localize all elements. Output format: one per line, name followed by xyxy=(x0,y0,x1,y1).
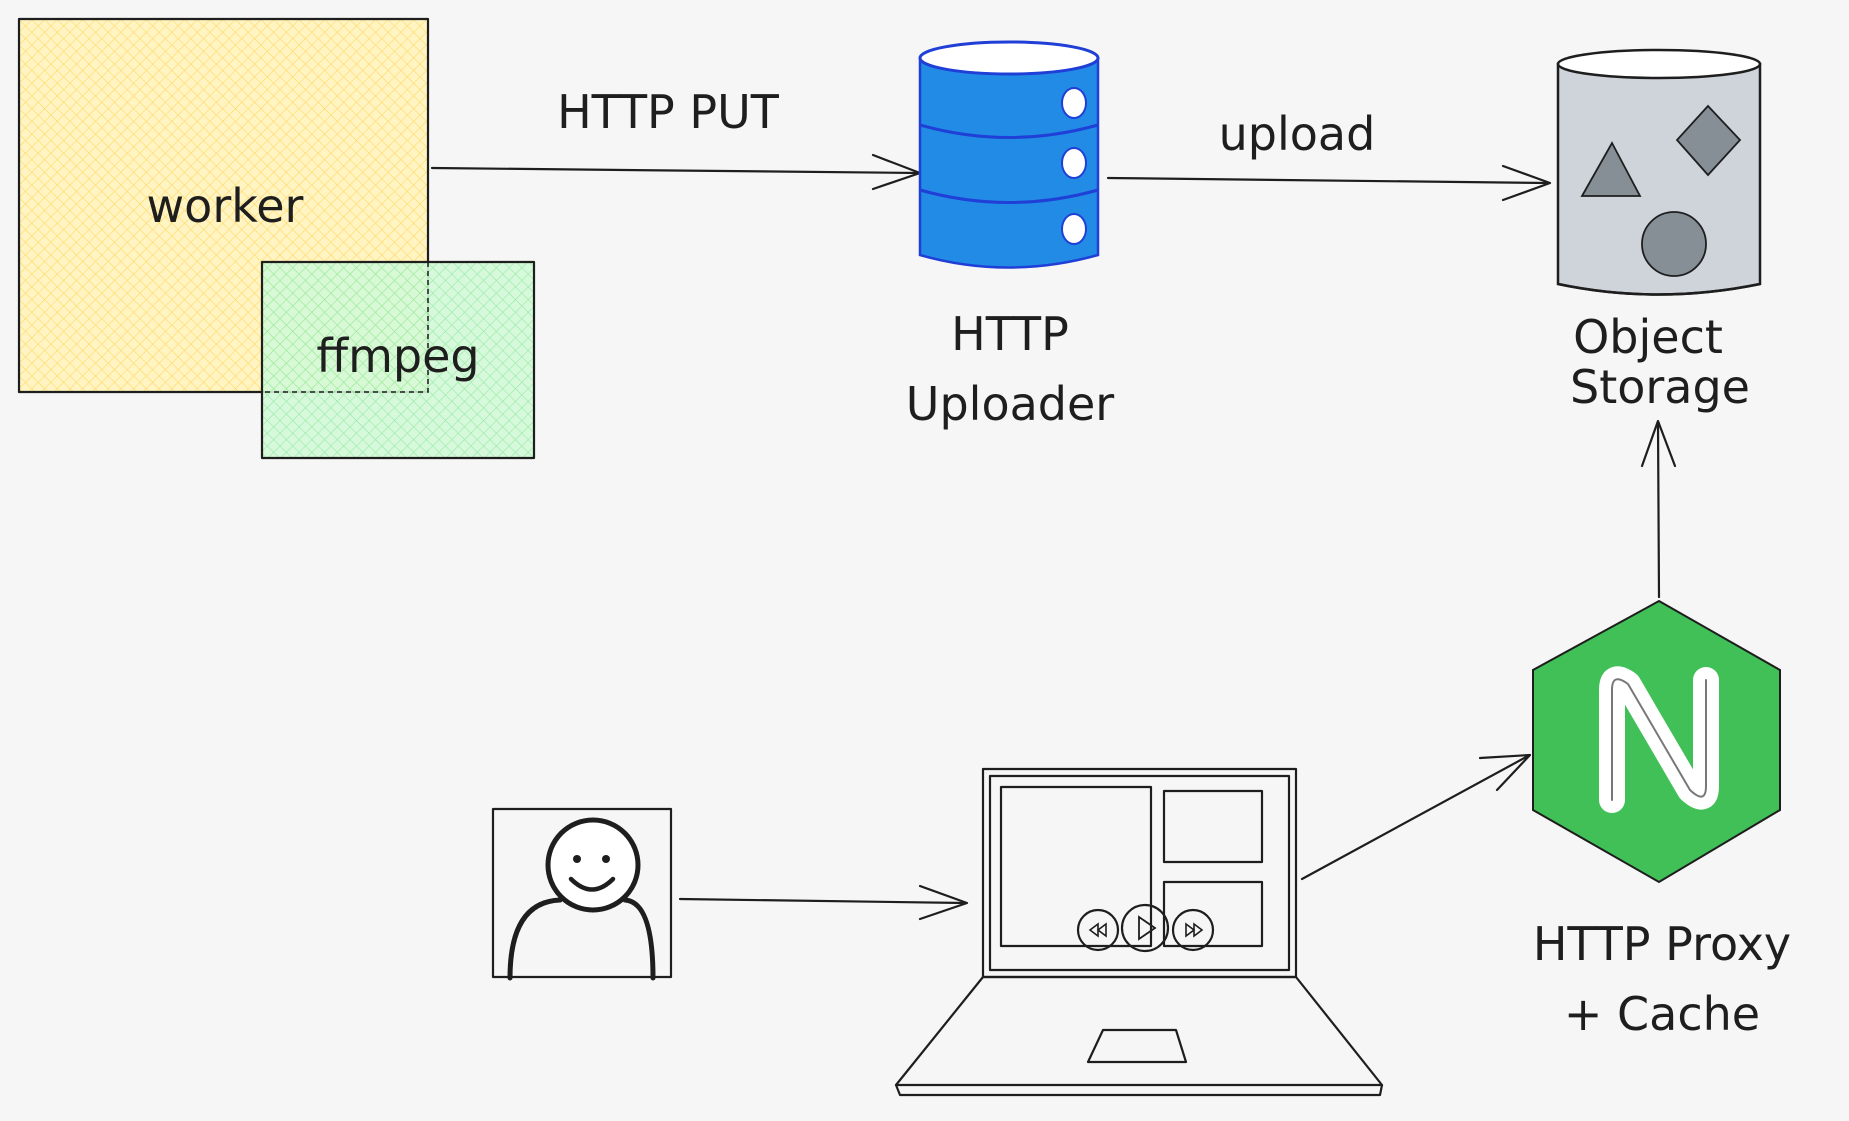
uploader-label-line2: Uploader xyxy=(906,377,1114,431)
edge-user-to-laptop xyxy=(678,884,969,921)
proxy-label-line2: + Cache xyxy=(1564,987,1760,1041)
database-icon xyxy=(918,40,1100,269)
edge-label-upload: upload xyxy=(1219,107,1376,161)
edge-proxy-to-storage xyxy=(1640,419,1677,599)
ffmpeg-node[interactable]: ffmpeg xyxy=(260,260,536,460)
worker-node[interactable]: worker xyxy=(17,17,430,394)
worker-label: worker xyxy=(147,179,304,233)
edge-laptop-to-proxy xyxy=(1300,753,1532,881)
smiley-user-icon xyxy=(507,817,656,981)
uploader-node[interactable]: HTTP Uploader xyxy=(906,40,1114,431)
storage-label-line1: Object xyxy=(1573,310,1723,364)
laptop-node[interactable] xyxy=(894,767,1384,1097)
ffmpeg-label: ffmpeg xyxy=(316,329,479,383)
bucket-icon xyxy=(1556,48,1762,296)
nginx-hexagon-icon xyxy=(1532,599,1781,884)
uploader-label-line1: HTTP xyxy=(951,307,1069,361)
user-node[interactable] xyxy=(491,807,673,981)
laptop-video-player-icon xyxy=(894,767,1384,1097)
proxy-label-line1: HTTP Proxy xyxy=(1533,917,1791,971)
edge-label-http-put: HTTP PUT xyxy=(557,85,780,139)
proxy-node[interactable]: HTTP Proxy + Cache xyxy=(1532,599,1791,1041)
edge-uploader-to-storage: upload xyxy=(1106,107,1552,202)
edge-worker-to-uploader: HTTP PUT xyxy=(430,85,922,191)
storage-label-line2: Storage xyxy=(1570,360,1750,414)
storage-node[interactable]: Object Storage xyxy=(1556,48,1762,414)
